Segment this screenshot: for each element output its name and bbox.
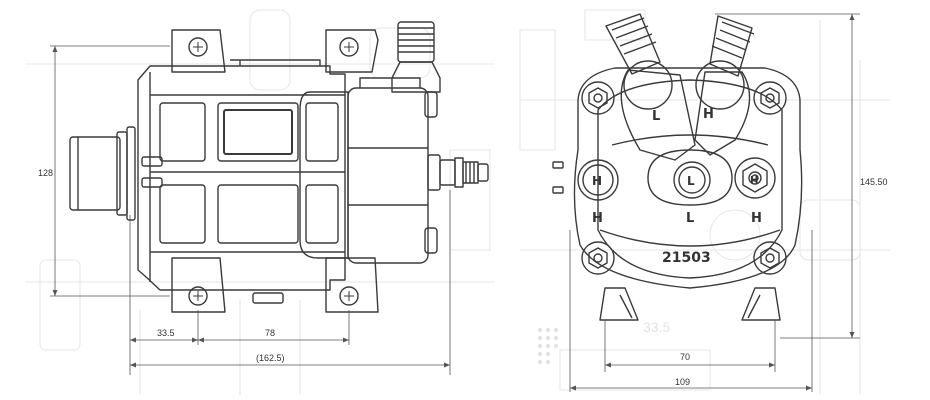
rear-dimensions [569,13,860,392]
side-view [69,21,489,313]
watermark-value: 33.5 [643,319,670,335]
left-port [577,159,619,201]
rear-base-feet [599,287,781,321]
part-number: 21503 [662,250,711,266]
center-port-caption: L [686,211,694,226]
compressor-body [137,59,346,291]
background-dot-pattern [538,328,558,364]
side-dimensions [50,45,451,375]
side-threaded-port [391,21,441,93]
dim-rear-height-label: 145.50 [860,177,888,187]
clutch-pulley [69,126,136,221]
side-bottom-mount-right [325,257,379,313]
sensor-pin-lower [552,186,564,194]
dim-base-width-label: 70 [680,352,690,362]
suction-valve-fitting [605,13,696,161]
side-bottom-mount-left [171,257,226,313]
dim-mount-spacing-label: 78 [265,328,275,338]
dim-offset-label: 33.5 [157,328,175,338]
center-port [647,149,733,206]
rear-dimension-arrows [570,14,855,391]
sensor-pin-upper [552,161,564,169]
rear-view [552,13,803,321]
suction-valve-label: L [652,109,660,124]
dim-height-label: 128 [38,168,53,178]
right-port [734,157,776,199]
dim-overall-width-label: 109 [675,377,690,387]
rear-bolt-top-right [753,81,787,115]
left-port-caption: H [592,211,603,226]
rear-head [299,77,441,264]
right-port-label: H [750,175,758,186]
center-port-label: L [687,174,695,188]
side-top-mount-left [171,29,226,73]
side-service-fitting [439,157,489,188]
left-port-label: H [592,174,602,188]
side-dimension-arrows [52,46,450,368]
rear-bolt-bottom-right [753,241,787,275]
side-top-mount-right [325,29,379,73]
drain-plug [252,292,284,304]
dim-overall-length-label: (162.5) [256,353,285,363]
rear-bolt-top-left [581,81,615,115]
discharge-valve-fitting [694,15,755,156]
discharge-valve-label: H [703,107,714,122]
rear-bolt-bottom-left [581,241,615,275]
right-port-caption: H [751,211,762,226]
